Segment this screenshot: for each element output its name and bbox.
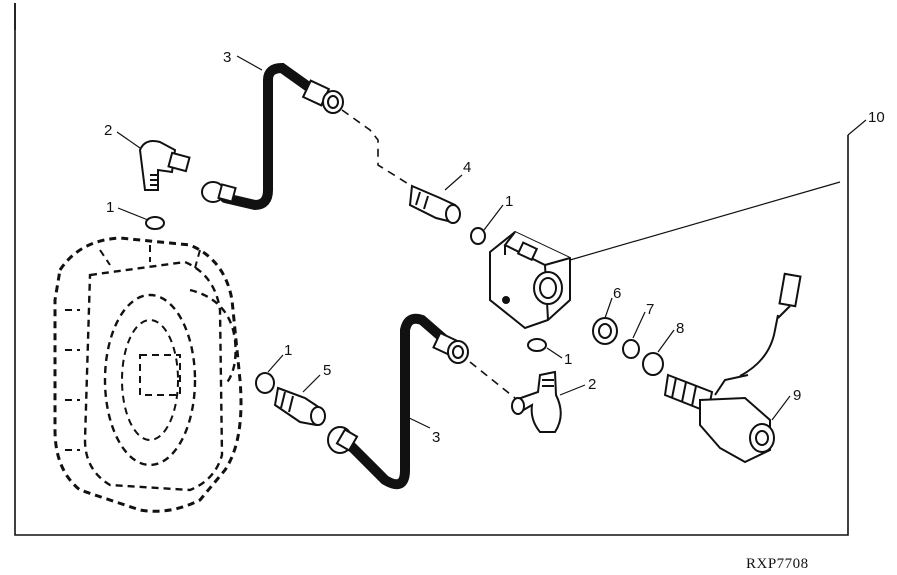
callout-2-upper: 2 [104,122,112,139]
callout-1-fitting-5: 1 [284,342,292,359]
callout-3-lower: 3 [432,429,440,446]
valve-block [489,230,571,330]
figure-reference: RXP7708 [746,556,809,572]
callout-10: 10 [868,109,885,126]
callout-8: 8 [676,320,684,337]
leader-10 [569,181,841,261]
callout-1-fitting-4: 1 [505,193,513,210]
lower-hose-fitting-top [432,331,469,364]
callout-4: 4 [463,159,471,176]
pump-housing [53,236,243,513]
upper-hose [220,62,315,211]
lower-hose [340,313,450,490]
fitting-5 [273,386,326,427]
callout-1-upper-elbow: 1 [106,199,114,216]
upper-hose-dashed-route [341,109,411,186]
upper-hose-fitting-top [301,79,344,114]
callout-9: 9 [793,387,801,404]
lower-elbow-fitting [511,370,562,433]
upper-elbow-fitting [138,140,191,191]
fitting-4 [408,184,461,224]
callout-7: 7 [646,301,654,318]
callout-leaders [116,55,867,429]
lower-hose-fitting-bottom [327,426,359,454]
callout-2-lower: 2 [588,376,596,393]
fitting-5-o-ring [255,372,275,394]
callout-3-upper: 3 [223,49,231,66]
block-bottom-o-ring [527,338,547,352]
fitting-4-o-ring [470,227,486,245]
callout-1-block: 1 [564,351,572,368]
solenoid-9 [663,272,802,464]
callout-5: 5 [323,362,331,379]
lower-hose-dashed-route [469,361,516,399]
upper-hose-fitting-bottom [201,181,237,203]
upper-elbow-o-ring [145,216,165,230]
o-ring-8 [642,352,664,376]
callout-6: 6 [613,285,621,302]
nut-6 [592,317,618,345]
o-ring-7 [622,339,640,359]
